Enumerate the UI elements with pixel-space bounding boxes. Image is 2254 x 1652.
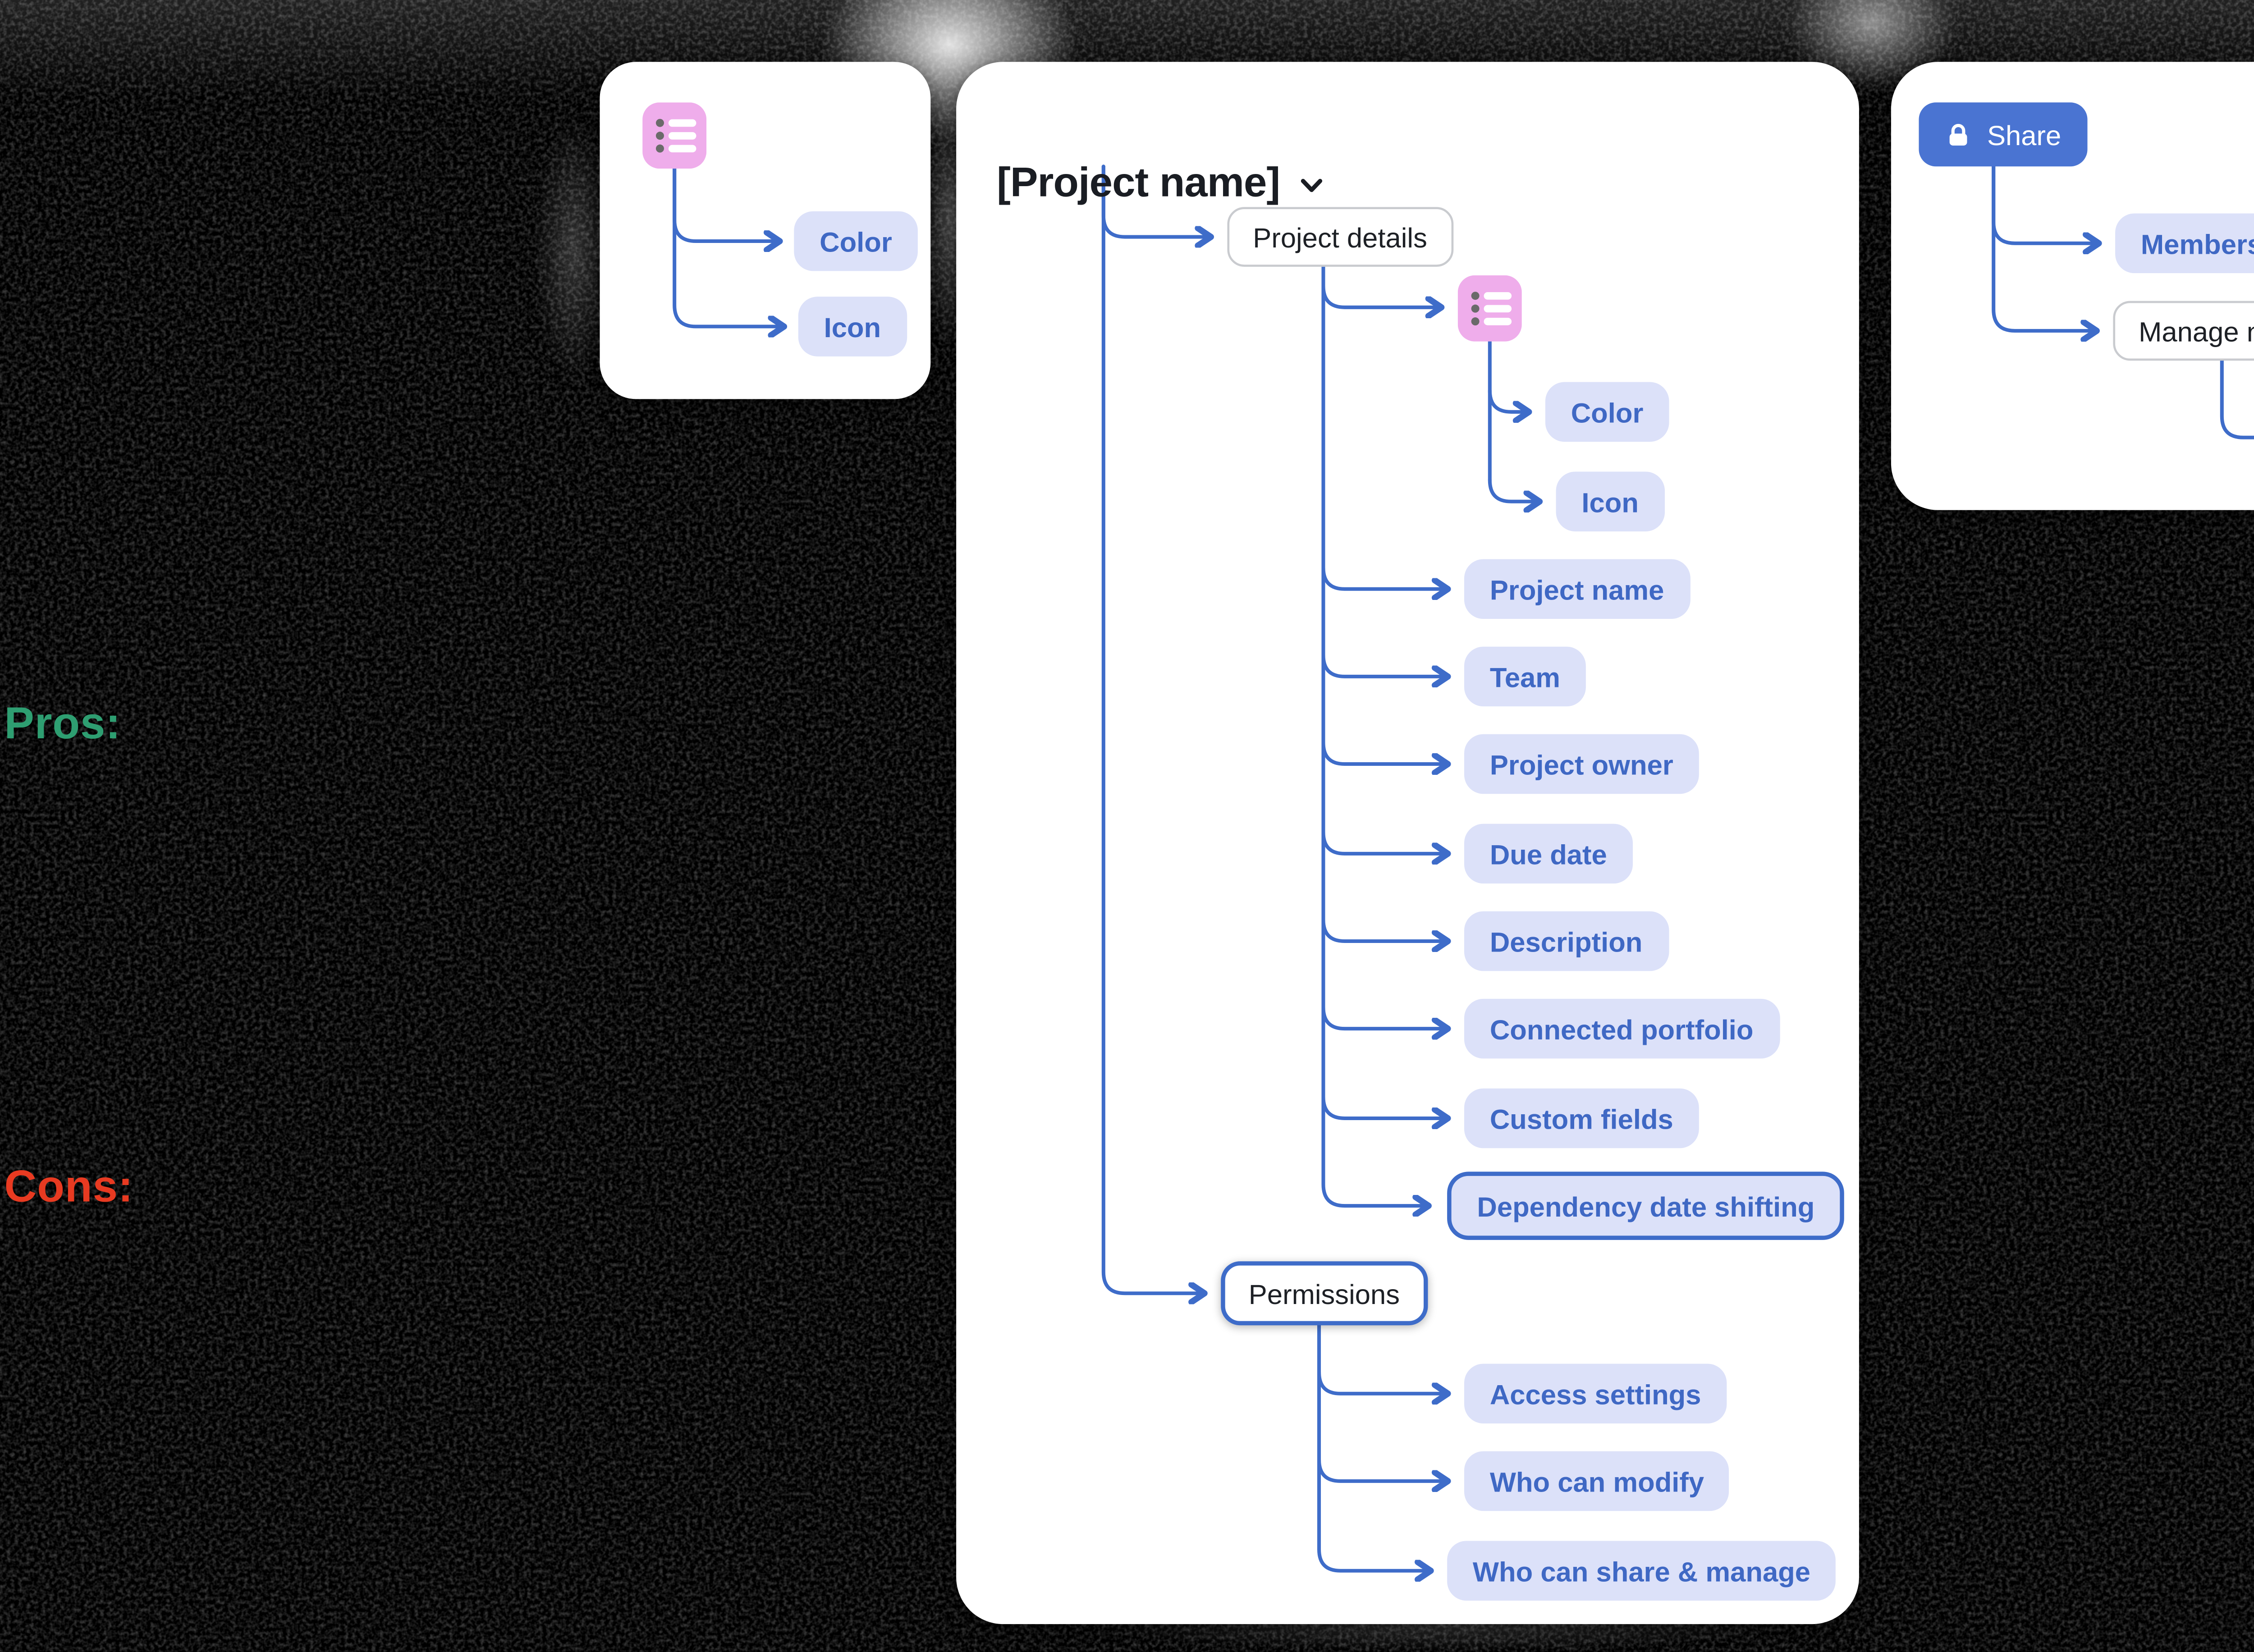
menu-item-color[interactable]: Color: [794, 211, 918, 271]
menu-item-project-owner[interactable]: Project owner: [1464, 734, 1699, 794]
menu-item-connected-portfolio[interactable]: Connected portfolio: [1464, 998, 1779, 1059]
menu-item-color[interactable]: Color: [1545, 382, 1669, 442]
project-name-title: [Project name]: [997, 160, 1280, 207]
menu-item-team[interactable]: Team: [1464, 646, 1586, 707]
menu-item-who-can-modify[interactable]: Who can modify: [1464, 1451, 1730, 1511]
menu-item-icon[interactable]: Icon: [1556, 471, 1664, 531]
menu-item-access-settings[interactable]: Access settings: [1464, 1364, 1727, 1424]
cons-label: Cons:: [4, 1163, 133, 1213]
menu-item-icon[interactable]: Icon: [798, 297, 907, 357]
menu-item-who-can-share-manage[interactable]: Who can share & manage: [1447, 1541, 1836, 1601]
menu-item-manage-notifications[interactable]: Manage notifications: [2113, 301, 2254, 361]
menu-item-members-edit-rights[interactable]: Members - Edit rights: [2115, 213, 2254, 274]
menu-item-description[interactable]: Description: [1464, 911, 1668, 971]
menu-item-dependency-date-shifting[interactable]: Dependency date shifting: [1447, 1172, 1845, 1240]
menu-item-project-details[interactable]: Project details: [1227, 207, 1453, 267]
project-list-icon[interactable]: [642, 102, 707, 169]
share-button-label: Share: [1987, 118, 2062, 151]
project-list-icon[interactable]: [1457, 275, 1522, 342]
menu-item-due-date[interactable]: Due date: [1464, 824, 1633, 884]
menu-item-project-name[interactable]: Project name: [1464, 559, 1690, 619]
share-settings-card: Share Members - Edit rights Manage notif…: [1891, 62, 2254, 510]
icon-settings-card: Color Icon: [600, 62, 931, 399]
pros-label: Pros:: [4, 700, 121, 749]
project-settings-card: [Project name] Project details Color Ico…: [956, 62, 1859, 1625]
menu-item-custom-fields[interactable]: Custom fields: [1464, 1088, 1699, 1149]
share-button[interactable]: Share: [1919, 102, 2087, 167]
chevron-down-icon[interactable]: [1299, 176, 1323, 193]
menu-item-permissions[interactable]: Permissions: [1221, 1261, 1428, 1326]
lock-icon: [1949, 123, 1967, 145]
